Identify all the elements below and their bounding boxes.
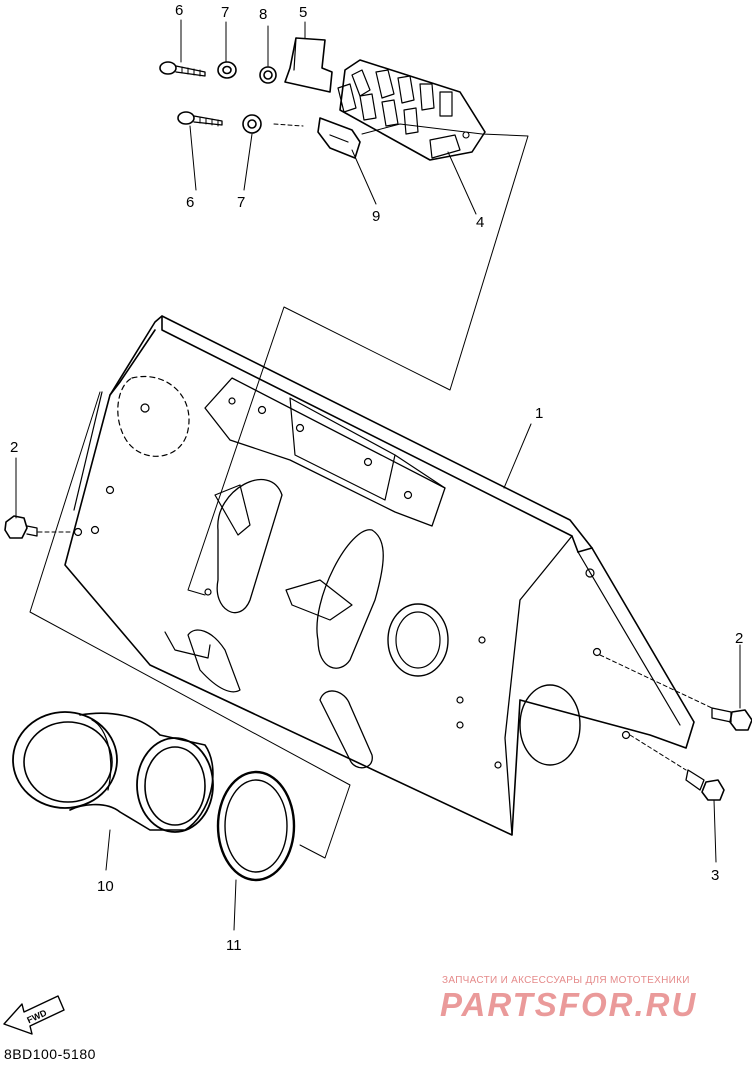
bolt-lower-right-part <box>685 769 725 801</box>
callout-7-mid: 7 <box>237 194 245 211</box>
callout-5: 5 <box>299 4 307 21</box>
fwd-arrow-icon <box>3 995 65 1035</box>
gasket-part <box>216 770 296 882</box>
callout-3: 3 <box>711 867 719 884</box>
screw-top-part <box>159 61 206 77</box>
callout-1: 1 <box>535 405 543 422</box>
callout-6-mid: 6 <box>186 194 194 211</box>
callout-11: 11 <box>226 937 242 954</box>
watermark-logo: PARTSFOR.RU <box>440 986 698 1023</box>
wire-harness-holder-part <box>337 59 486 161</box>
bracket-part <box>284 37 333 93</box>
screw-mid-part <box>177 111 223 127</box>
callout-2-right: 2 <box>735 630 743 647</box>
callout-2-left: 2 <box>10 439 18 456</box>
diagram-code: 8BD100-5180 <box>4 1046 96 1062</box>
callout-9: 9 <box>372 208 380 225</box>
callout-7-top: 7 <box>221 4 229 21</box>
clamp-part <box>317 117 361 159</box>
watermark-subtitle: ЗАПЧАСТИ И АКСЕССУАРЫ ДЛЯ МОТОТЕХНИКИ <box>442 975 690 986</box>
panel-part <box>64 315 695 836</box>
callout-6-top: 6 <box>175 2 183 19</box>
callout-labels: 1 2 2 3 4 5 6 6 7 7 8 9 10 11 FWD <box>10 2 743 1025</box>
collar-part <box>259 66 277 84</box>
callout-4: 4 <box>476 214 484 231</box>
leader-lines <box>15 19 741 931</box>
callout-10: 10 <box>97 878 114 895</box>
bolt-left-part <box>4 515 38 539</box>
washer-mid-part <box>242 114 262 134</box>
washer-top-part <box>217 61 237 79</box>
intake-joint-part <box>12 711 214 833</box>
callout-8: 8 <box>259 6 267 23</box>
bolt-right-part <box>711 707 752 731</box>
